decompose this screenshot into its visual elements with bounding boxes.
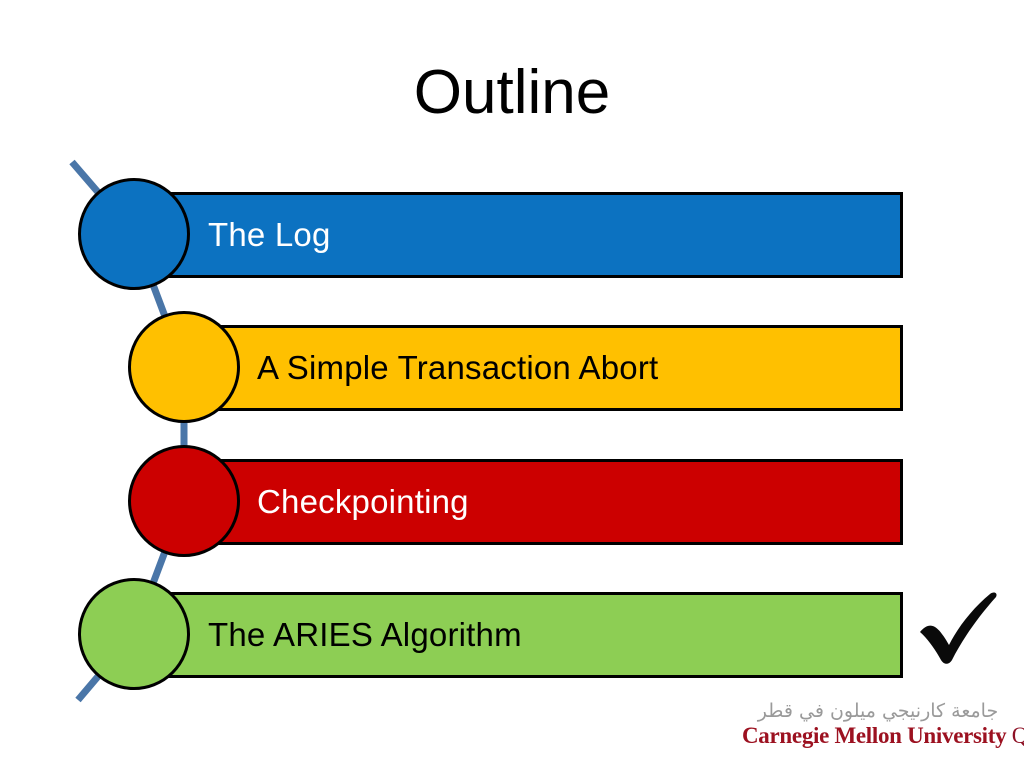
cmu-qatar-logo: جامعة كارنيجي ميلون في قطر Carnegie Mell… (742, 700, 1024, 752)
outline-item-bar-the-aries-algorithm[interactable] (167, 592, 903, 678)
logo-english-text: Carnegie Mellon University Qatar (742, 723, 1024, 749)
outline-item-circle-checkpointing[interactable] (128, 445, 240, 557)
page-title: Outline (413, 58, 611, 127)
outline-item-label-the-aries-algorithm: The ARIES Algorithm (208, 616, 522, 653)
outline-item-circle-the-log[interactable] (78, 178, 190, 290)
outline-item-circle-a-simple-transaction-abort[interactable] (128, 311, 240, 423)
outline-item-bar-a-simple-transaction-abort[interactable] (217, 325, 903, 411)
logo-english-suffix: Qatar (1011, 723, 1024, 748)
outline-item-bar-checkpointing[interactable] (217, 459, 903, 545)
outline-item-label-checkpointing: Checkpointing (257, 483, 469, 520)
logo-english-main: Carnegie Mellon University (742, 723, 1007, 748)
outline-item-label-a-simple-transaction-abort: A Simple Transaction Abort (257, 349, 659, 386)
logo-arabic-text: جامعة كارنيجي ميلون في قطر (757, 700, 999, 722)
outline-item-circle-the-aries-algorithm[interactable] (78, 578, 190, 690)
outline-item-label-the-log: The Log (208, 216, 331, 253)
checkmark-icon (920, 592, 997, 664)
